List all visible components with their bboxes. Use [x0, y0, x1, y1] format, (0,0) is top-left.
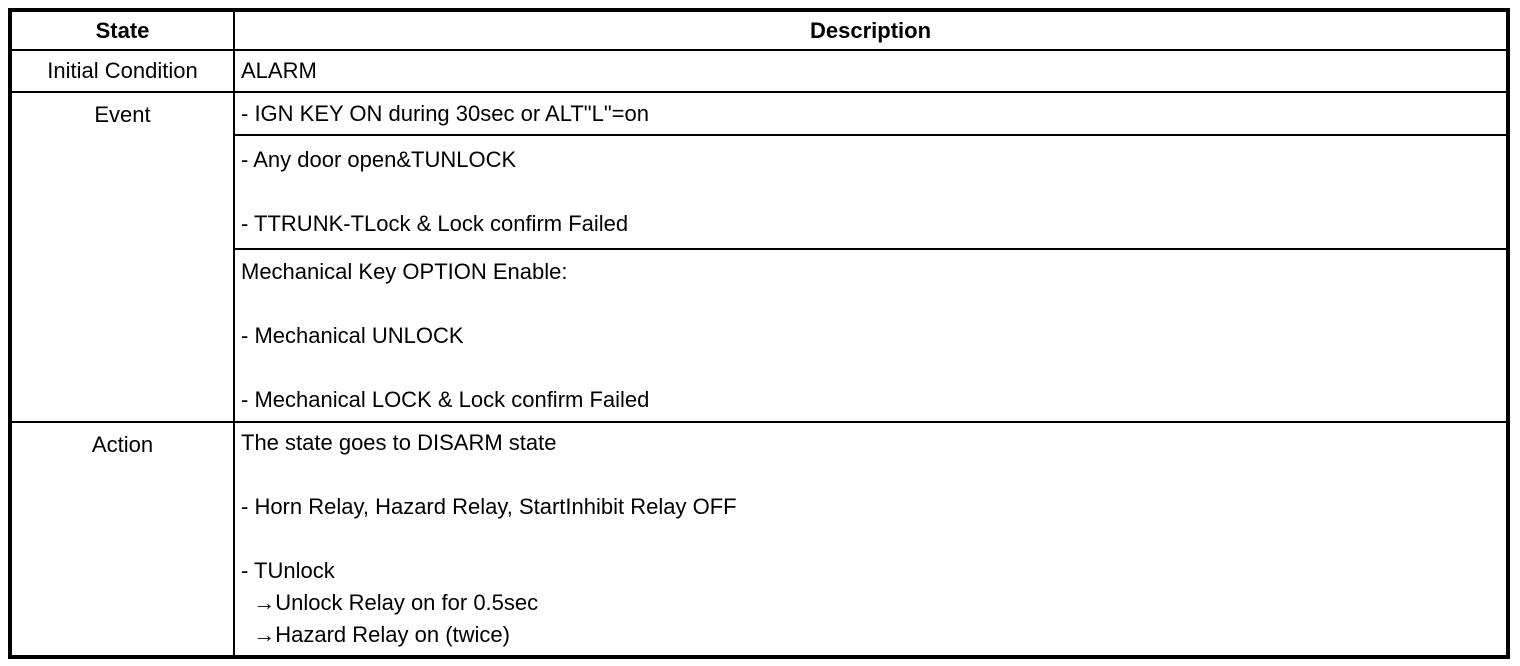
table-row-event-3: Mechanical Key OPTION Enable: - Mechanic…	[10, 248, 1509, 423]
state-column-header: State	[9, 9, 235, 51]
row-label-action: Action	[9, 421, 235, 658]
row-label-event: Event	[9, 91, 235, 423]
description-column-header: Description	[233, 9, 1509, 51]
state-description-table: State Description Initial Condition ALAR…	[8, 8, 1510, 659]
table-row-initial-condition: Initial Condition ALARM	[9, 49, 1509, 93]
action-description: The state goes to DISARM state - Horn Re…	[233, 421, 1509, 658]
event-description-2: - Any door open&TUNLOCK - TTRUNK-TLock &…	[233, 134, 1509, 250]
event-description-1: - IGN KEY ON during 30sec or ALT"L"=on	[233, 91, 1509, 136]
table-row-event-2: - Any door open&TUNLOCK - TTRUNK-TLock &…	[10, 134, 1509, 250]
table-header-row: State Description	[9, 9, 1509, 51]
initial-condition-description: ALARM	[233, 49, 1509, 93]
row-label-initial-condition: Initial Condition	[9, 49, 235, 93]
event-description-3: Mechanical Key OPTION Enable: - Mechanic…	[233, 248, 1509, 423]
table-row-event-1: Event - IGN KEY ON during 30sec or ALT"L…	[9, 91, 1509, 423]
table-row-action: Action The state goes to DISARM state - …	[9, 421, 1509, 658]
